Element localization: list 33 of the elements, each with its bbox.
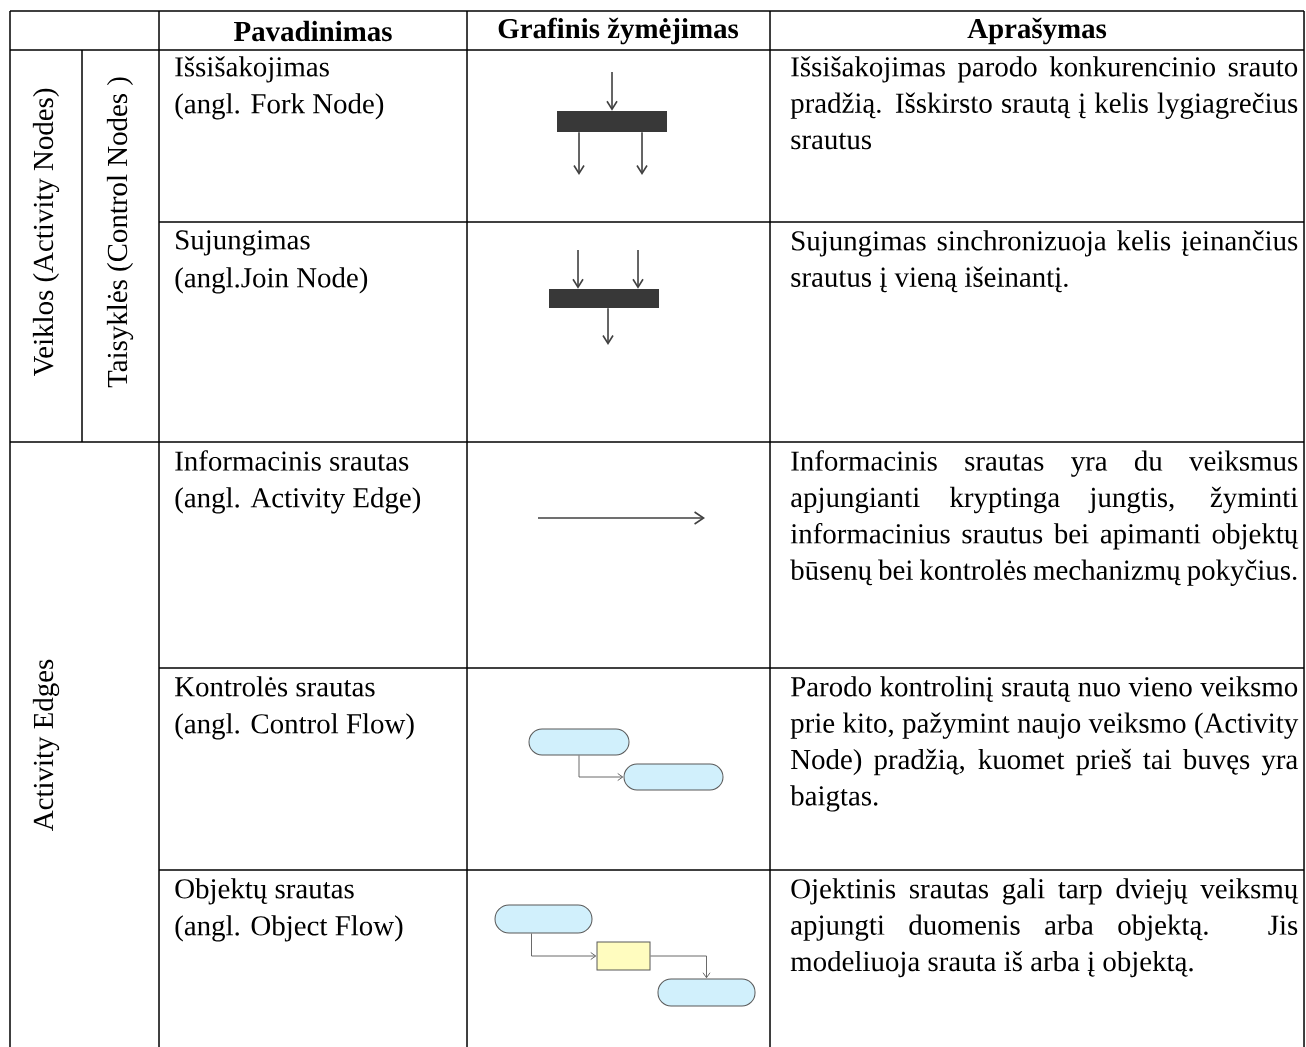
activity-box xyxy=(596,941,651,971)
arrow xyxy=(531,933,597,960)
activity-box xyxy=(494,904,593,934)
arrow xyxy=(606,71,618,111)
term-name: Kontrolės srautas xyxy=(175,676,375,697)
arrow xyxy=(636,131,648,175)
term-name: (angl. Fork Node) xyxy=(175,93,384,120)
term-name: Informacinis srautas xyxy=(175,450,409,471)
column-header: Pavadinimas xyxy=(234,20,392,42)
arrow xyxy=(572,249,584,289)
bar-symbol xyxy=(557,111,667,132)
term-name: (angl.Join Node) xyxy=(175,267,368,294)
row-group-label: Taisyklės (Control Nodes ) xyxy=(106,77,134,388)
activity-box xyxy=(657,978,756,1007)
bar-symbol xyxy=(549,289,659,308)
term-name: (angl. Control Flow) xyxy=(175,713,414,740)
description-text: Informacinis srautas yra du veiksmus apjungianti kryptinga jungtis, žyminti informacinius srautus bei apimanti objektų būsenų bei kontrolės mechanizmų pokyčius. xyxy=(790,450,1299,586)
term-name: Sujungimas xyxy=(176,230,310,256)
description-text: Išsišakojimas parodo konkurencinio srauto pradžią. Išskirsto srautą į kelis lygiagrečius srautus xyxy=(790,56,1298,150)
term-name: Išsišakojimas xyxy=(175,56,329,83)
arrow xyxy=(573,131,585,175)
description-text: Sujungimas sinchronizuoja kelis įeinančius srautus į vieną išeinantį. xyxy=(791,230,1298,293)
activity-box xyxy=(623,763,724,791)
arrow xyxy=(650,955,711,979)
arrow xyxy=(602,307,614,345)
column-header: Aprašymas xyxy=(967,17,1107,45)
term-name: (angl. Activity Edge) xyxy=(175,487,421,514)
term-name: Objektų srautas xyxy=(175,878,354,905)
row-group-label: Activity Edges xyxy=(32,659,60,831)
row-group-label: Veiklos (Activity Nodes) xyxy=(32,88,60,377)
arrow xyxy=(632,249,644,289)
activity-box xyxy=(528,728,630,756)
arrow xyxy=(578,755,624,781)
